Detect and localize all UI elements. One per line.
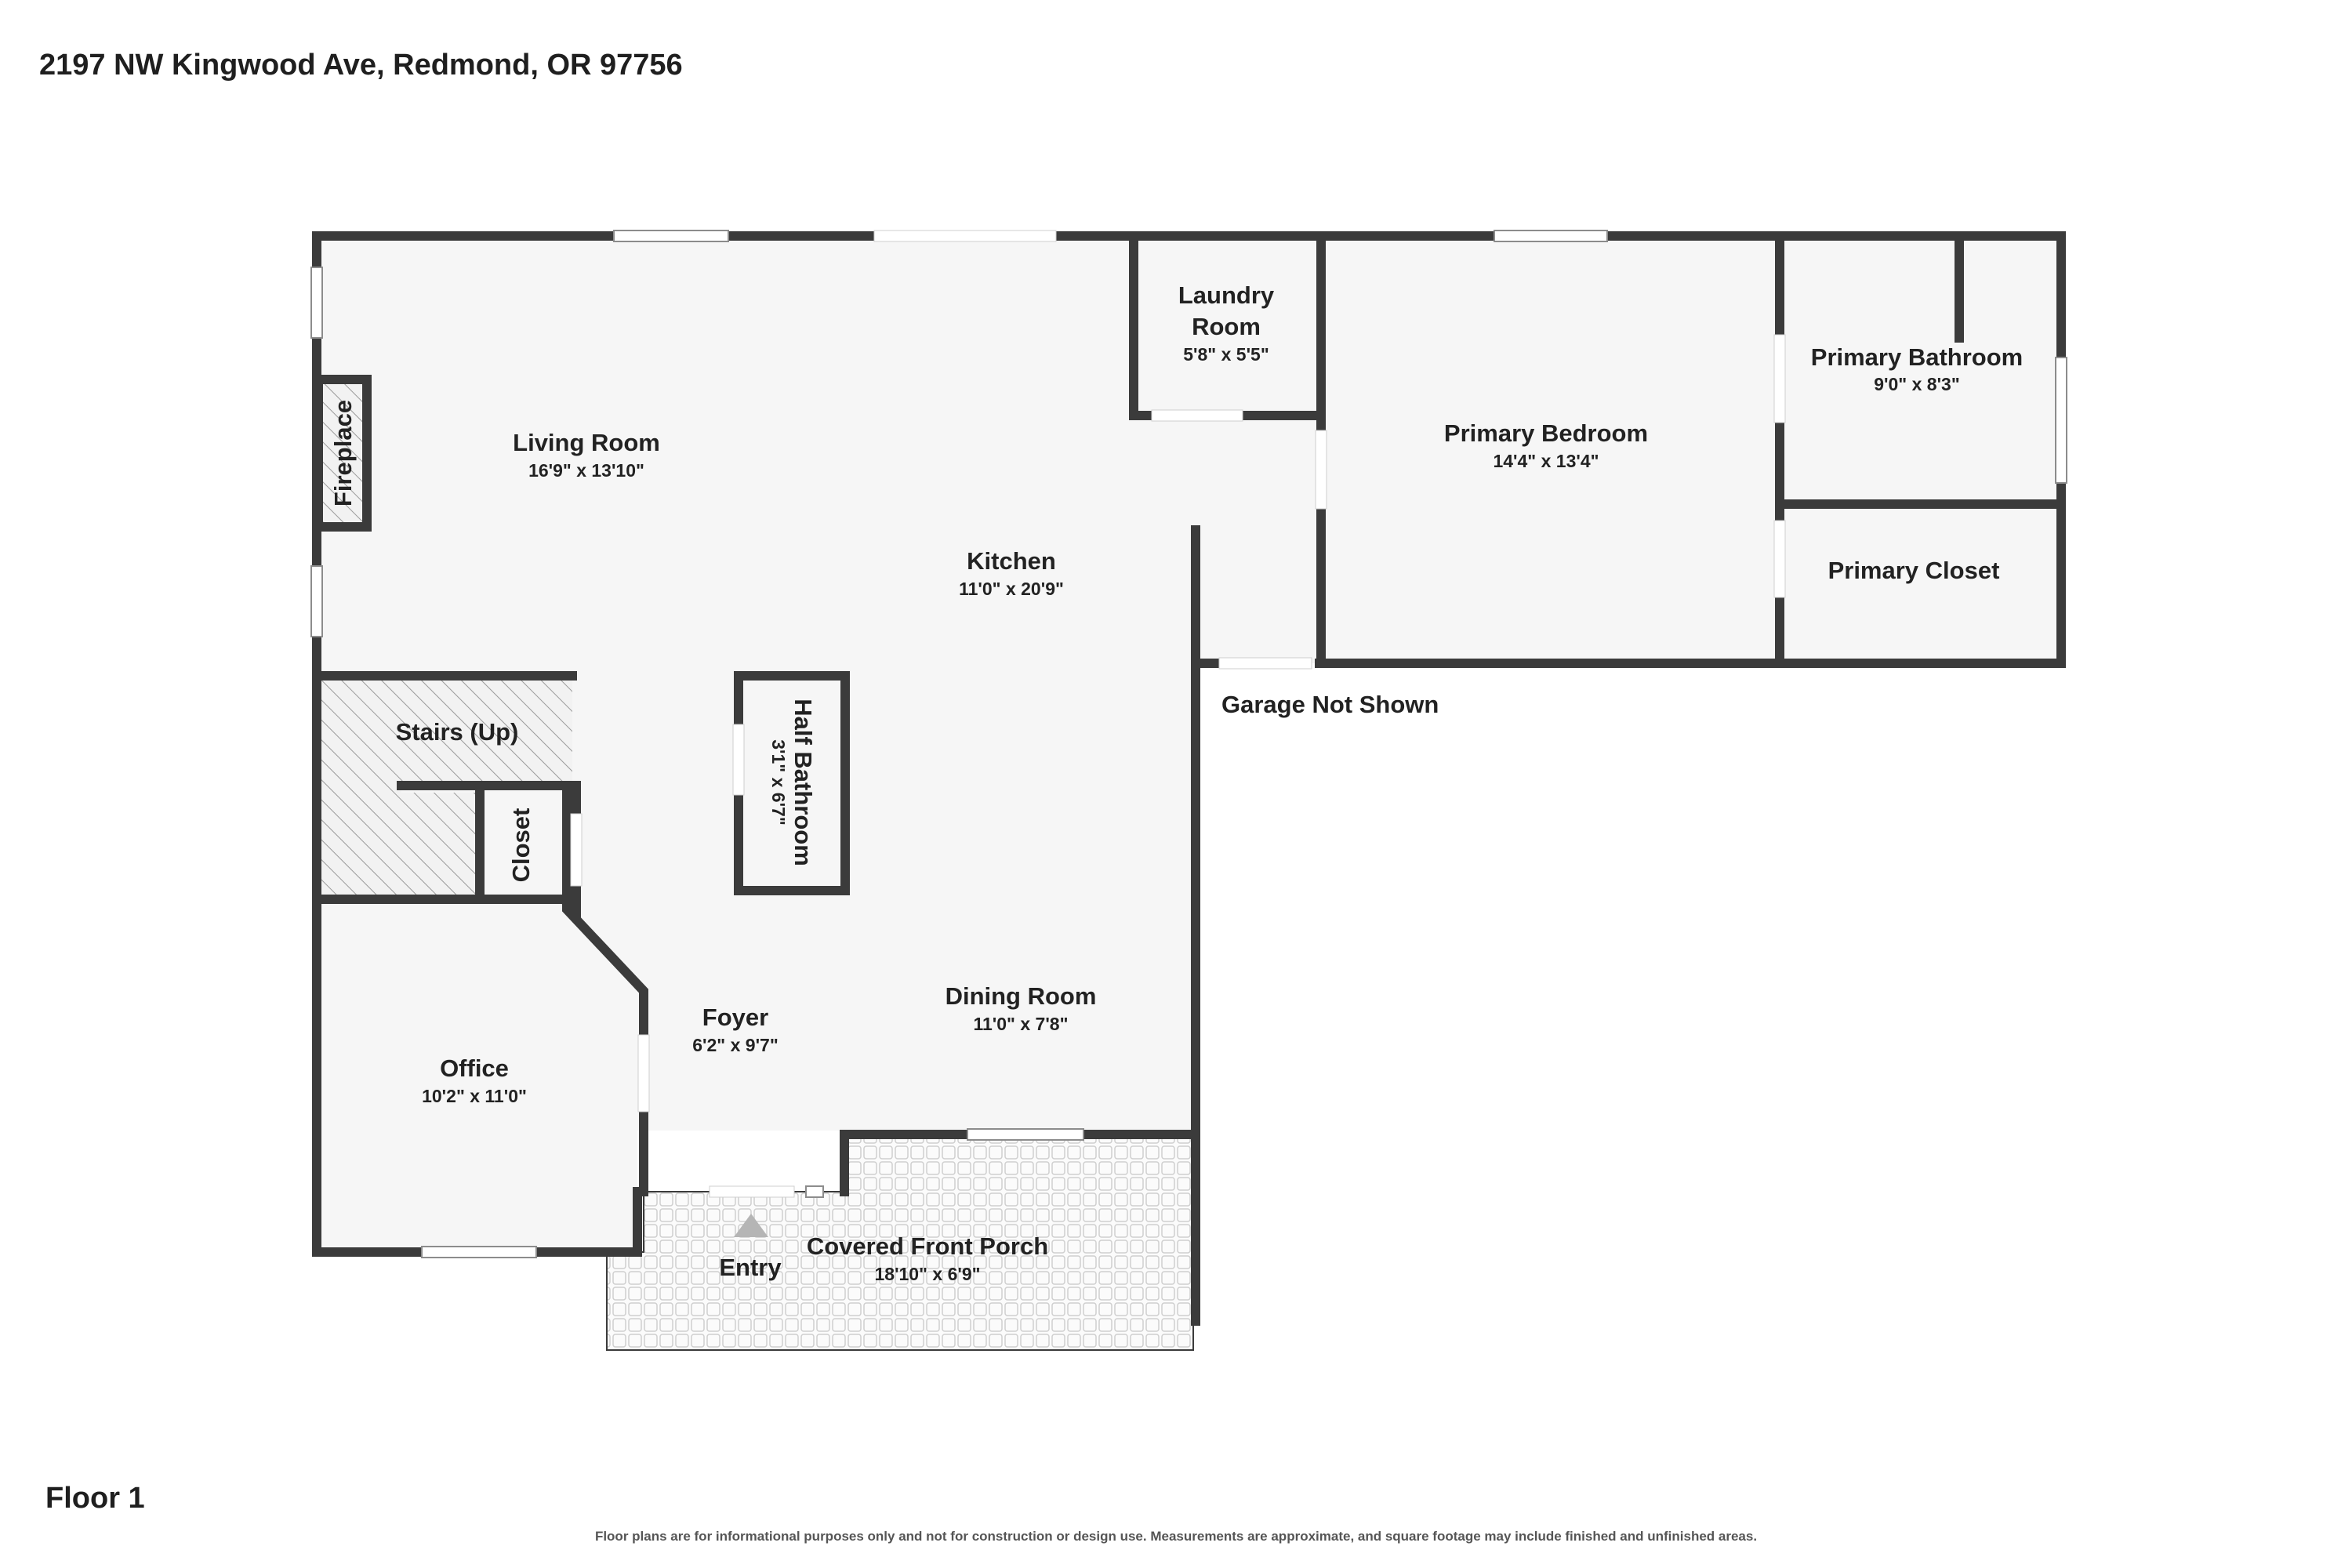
foyer-name: Foyer xyxy=(702,1004,768,1031)
living-room-dims: 16'9" x 13'10" xyxy=(528,460,644,481)
kitchen-name: Kitchen xyxy=(967,547,1056,575)
entry-name: Entry xyxy=(719,1254,782,1281)
laundry-room-dims: 5'8" x 5'5" xyxy=(1183,344,1269,365)
address-title: 2197 NW Kingwood Ave, Redmond, OR 97756 xyxy=(39,49,683,82)
laundry-room-name-line1: Laundry xyxy=(1178,281,1275,309)
stairs-name: Stairs (Up) xyxy=(396,718,519,746)
floor-label: Floor 1 xyxy=(45,1482,145,1515)
living-room-name: Living Room xyxy=(513,429,660,456)
disclaimer: Floor plans are for informational purpos… xyxy=(594,1529,1758,1544)
dining-room-dims: 11'0" x 7'8" xyxy=(973,1014,1068,1034)
covered-porch-name: Covered Front Porch xyxy=(807,1232,1048,1260)
half-bathroom-dims: 3'1" x 6'7" xyxy=(768,739,789,826)
primary-bathroom-name: Primary Bathroom xyxy=(1811,343,2023,371)
covered-porch-dims: 18'10" x 6'9" xyxy=(874,1264,980,1284)
office-dims: 10'2" x 11'0" xyxy=(422,1086,527,1106)
laundry-room-name-line2: Room xyxy=(1192,313,1261,340)
garage-note: Garage Not Shown xyxy=(1221,691,1439,718)
primary-bathroom-dims: 9'0" x 8'3" xyxy=(1874,374,1960,394)
office-name: Office xyxy=(440,1054,509,1082)
room-labels: Living Room 16'9" x 13'10" Kitchen 11'0"… xyxy=(329,281,2023,1284)
dining-room-name: Dining Room xyxy=(946,982,1097,1010)
primary-bedroom-dims: 14'4" x 13'4" xyxy=(1493,451,1599,471)
openings xyxy=(310,230,2067,1258)
half-bathroom-name: Half Bathroom xyxy=(789,699,817,866)
primary-bedroom-name: Primary Bedroom xyxy=(1444,419,1648,447)
closet-name: Closet xyxy=(507,808,535,883)
fireplace-name: Fireplace xyxy=(329,400,357,506)
entry-arrow-icon xyxy=(734,1214,768,1237)
foyer-dims: 6'2" x 9'7" xyxy=(692,1035,779,1055)
kitchen-dims: 11'0" x 20'9" xyxy=(959,579,1064,599)
floor-fills xyxy=(317,236,2061,1351)
primary-closet-name: Primary Closet xyxy=(1828,557,2000,584)
